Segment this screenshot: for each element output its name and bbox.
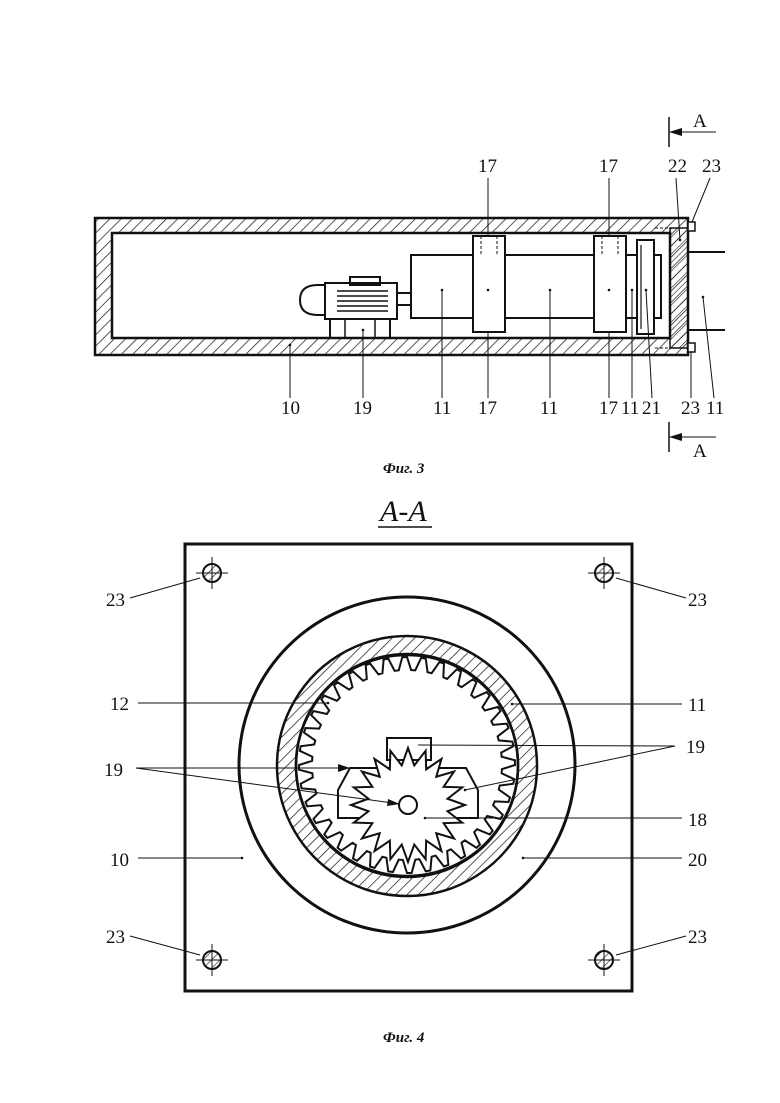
label-23: 23 xyxy=(688,590,707,611)
label-11: 11 xyxy=(706,398,724,419)
label-21: 21 xyxy=(642,398,661,419)
label-11: 11 xyxy=(433,398,451,419)
label-19: 19 xyxy=(104,760,123,781)
section-title: А-А xyxy=(378,495,427,528)
label-11: 11 xyxy=(540,398,558,419)
label-23: 23 xyxy=(688,927,707,948)
figure-3-caption: Фиг. 3 xyxy=(383,461,425,477)
bolt-bottom xyxy=(688,343,695,352)
section-letter-top: А xyxy=(693,111,707,132)
pinion-shaft xyxy=(399,796,417,814)
label-11: 11 xyxy=(621,398,639,419)
section-mark-bottom: А xyxy=(669,422,716,462)
label-12: 12 xyxy=(110,694,129,715)
label-20: 20 xyxy=(688,850,707,871)
label-23: 23 xyxy=(106,590,125,611)
section-letter-bottom: А xyxy=(693,441,707,462)
label-10: 10 xyxy=(281,398,300,419)
label-18: 18 xyxy=(688,810,707,831)
gear-disc xyxy=(637,240,654,334)
label-22: 22 xyxy=(668,156,687,177)
motor xyxy=(300,277,411,338)
label-19: 19 xyxy=(686,737,705,758)
figure-3: А А 17 17 22 23 10 19 11 17 11 17 11 21 … xyxy=(95,111,725,477)
label-23: 23 xyxy=(681,398,700,419)
label-19: 19 xyxy=(353,398,372,419)
label-17: 17 xyxy=(478,156,497,177)
bearing-1 xyxy=(473,236,505,332)
section-mark-top: А xyxy=(669,111,716,147)
label-17: 17 xyxy=(599,398,618,419)
figure-4-caption: Фиг. 4 xyxy=(383,1030,425,1046)
label-17: 17 xyxy=(599,156,618,177)
label-23: 23 xyxy=(702,156,721,177)
label-23: 23 xyxy=(106,927,125,948)
label-11: 11 xyxy=(688,695,706,716)
bolt-top xyxy=(688,222,695,231)
bearing-2 xyxy=(594,236,626,332)
end-cap-plate xyxy=(670,228,688,348)
label-17: 17 xyxy=(478,398,497,419)
label-10: 10 xyxy=(110,850,129,871)
figure-4: А-А xyxy=(104,495,707,1046)
